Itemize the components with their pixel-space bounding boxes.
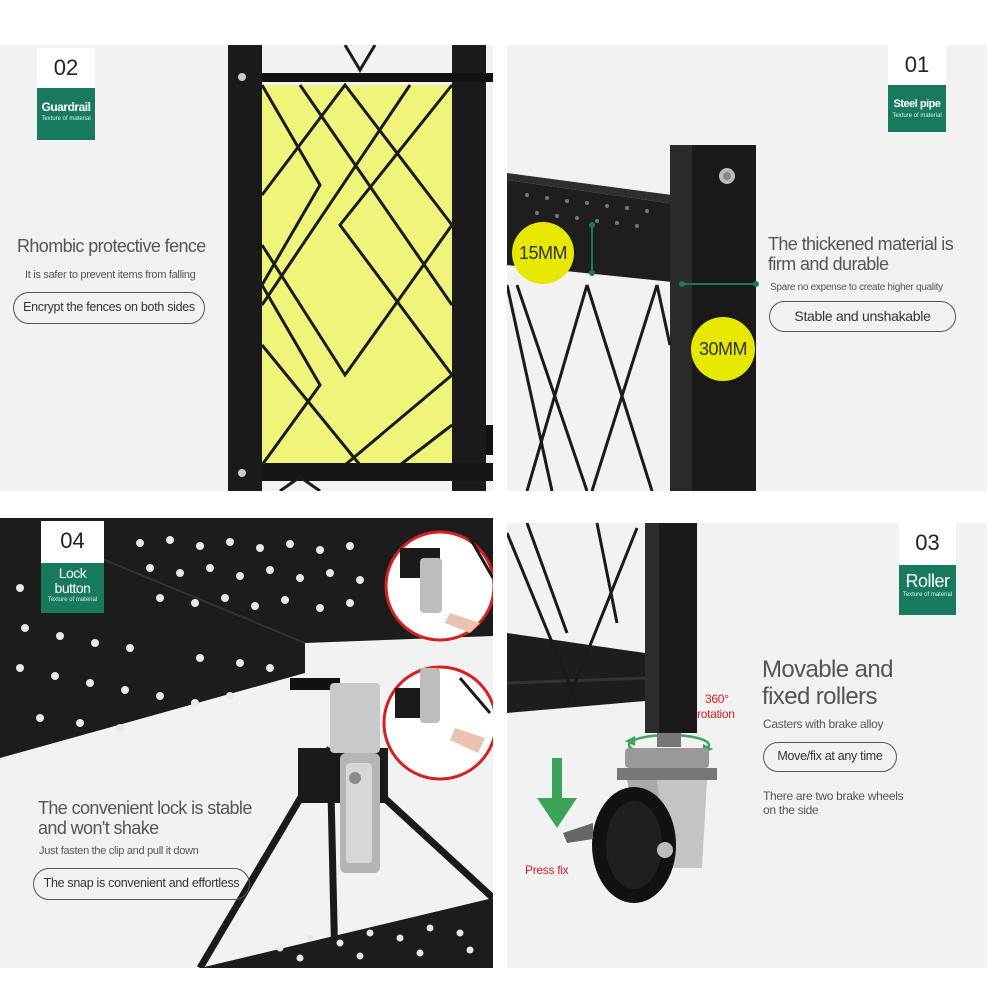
feature-pill: Move/fix at any time [763, 742, 897, 772]
panel-guardrail: 02 Guardrail Texture of material Rhombic… [0, 45, 493, 491]
material-tag-steel-pipe: Steel pipe Texture of material [888, 85, 946, 132]
material-tag-guardrail: Guardrail Texture of material [37, 88, 95, 140]
tag-title-line2: button [54, 580, 91, 596]
tag-title: Guardrail [41, 100, 91, 114]
tag-subtitle: Texture of material [902, 592, 953, 598]
rack-fence-illustration [228, 45, 493, 491]
section-number: 04 [41, 521, 104, 563]
feature-heading-line1: The thickened material is [768, 234, 954, 254]
section-number: 01 [888, 45, 946, 85]
brake-note-line2: on the side [763, 803, 819, 817]
press-fix-label: Press fix [525, 863, 569, 877]
dimension-badge-30mm: 30MM [691, 317, 755, 381]
feature-pill: The snap is convenient and effortless [33, 868, 250, 900]
panel-lock-button: 04 Lock button Texture of material The c… [0, 518, 493, 968]
tag-subtitle: Texture of material [47, 597, 98, 603]
section-number: 03 [899, 523, 956, 565]
tag-subtitle: Texture of material [892, 113, 942, 119]
roller-illustration [507, 523, 717, 903]
rotation-label-line2: rotation [697, 707, 735, 721]
feature-heading-line2: firm and durable [768, 254, 889, 274]
panel-roller: 360° rotation Press fix 03 Roller Textur… [507, 523, 987, 968]
tag-subtitle: Texture of material [41, 116, 91, 122]
feature-heading: Rhombic protective fence [17, 236, 206, 256]
feature-description: Casters with brake alloy [763, 717, 884, 731]
feature-description: Spare no expense to create higher qualit… [770, 282, 943, 293]
feature-heading-line2: fixed rollers [762, 683, 878, 710]
tag-title-line1: Lock [58, 565, 87, 581]
feature-description: Just fasten the clip and pull it down [39, 845, 199, 857]
dimension-badge-15mm: 15MM [512, 222, 574, 284]
lock-button-illustration [0, 518, 493, 968]
material-tag-lock-button: Lock button Texture of material [41, 563, 104, 613]
feature-pill: Stable and unshakable [769, 301, 956, 332]
tag-title: Steel pipe [893, 98, 941, 110]
feature-heading-line2: and won't shake [38, 818, 159, 838]
feature-description: It is safer to prevent items from fallin… [25, 269, 196, 281]
section-number: 02 [37, 48, 95, 88]
feature-heading-line1: Movable and [762, 656, 893, 683]
rotation-label-line1: 360° [705, 692, 729, 706]
material-tag-roller: Roller Texture of material [899, 565, 956, 615]
feature-heading-line1: The convenient lock is stable [38, 798, 252, 818]
panel-steel-pipe: 15MM 30MM 01 Steel pipe Texture of mater… [507, 45, 987, 491]
tag-title: Roller [905, 571, 950, 591]
feature-pill: Encrypt the fences on both sides [13, 292, 205, 324]
brake-note-line1: There are two brake wheels [763, 789, 904, 803]
